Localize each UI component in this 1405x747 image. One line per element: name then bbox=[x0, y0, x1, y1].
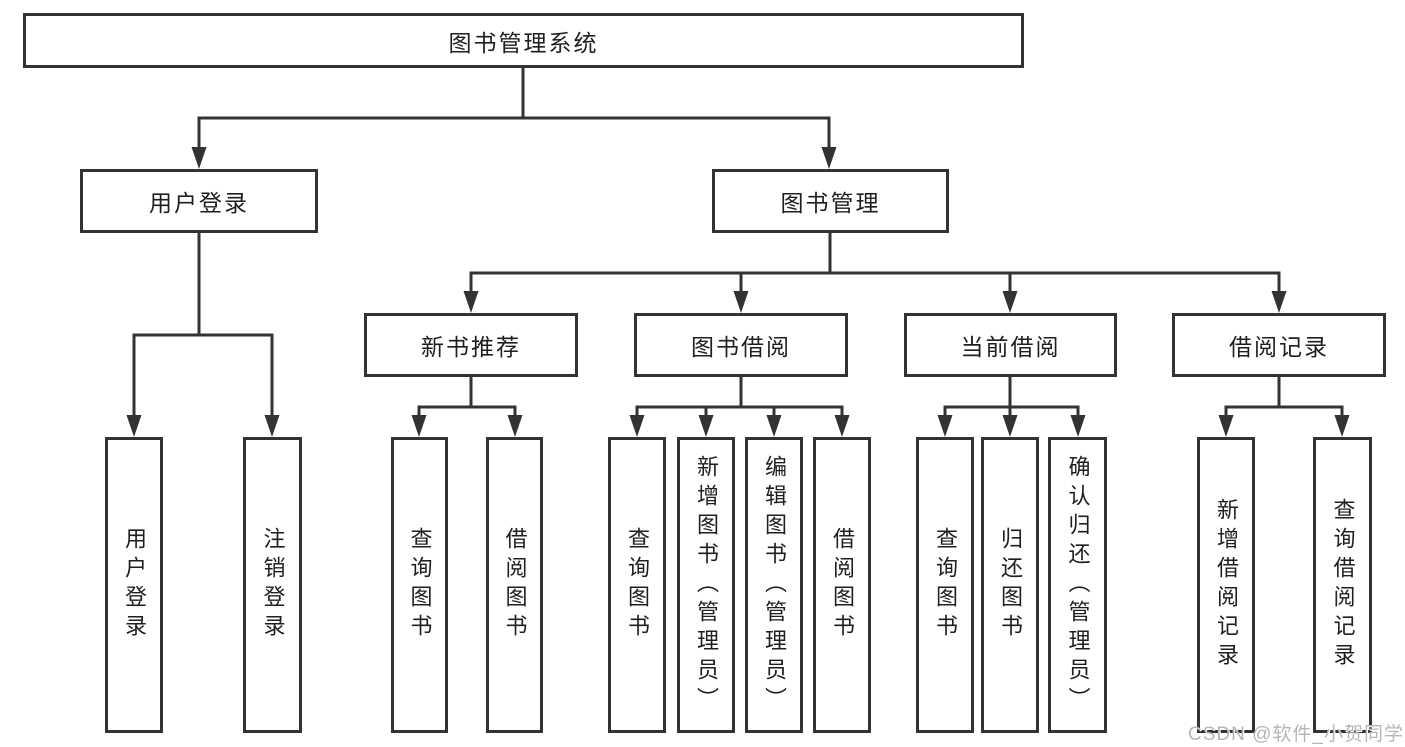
node-book-borrowing: 图书借阅 bbox=[634, 313, 848, 377]
node-current-borrowing: 当前借阅 bbox=[904, 313, 1117, 377]
leaf-label: 查询图书 bbox=[625, 527, 650, 643]
leaf-search-books-2: 查询图书 bbox=[608, 437, 666, 733]
node-root: 图书管理系统 bbox=[23, 13, 1024, 68]
leaf-user-login: 用户登录 bbox=[105, 437, 163, 733]
node-book-management: 图书管理 bbox=[712, 169, 949, 233]
node-new-book-recommend: 新书推荐 bbox=[364, 313, 578, 377]
leaf-label: 查询图书 bbox=[933, 527, 958, 643]
leaf-add-borrow-record: 新增借阅记录 bbox=[1197, 437, 1255, 733]
leaf-borrow-books-1: 借阅图书 bbox=[486, 437, 543, 733]
leaf-search-borrow-record: 查询借阅记录 bbox=[1313, 437, 1372, 733]
leaf-label: 借阅图书 bbox=[830, 527, 855, 643]
leaf-label: 查询借阅记录 bbox=[1330, 498, 1356, 672]
leaf-label: 确认归还（管理员） bbox=[1065, 454, 1091, 716]
leaf-label: 查询图书 bbox=[407, 527, 433, 643]
leaf-label: 新增借阅记录 bbox=[1214, 498, 1239, 672]
leaf-label: 编辑图书（管理员） bbox=[762, 454, 787, 716]
leaf-label: 借阅图书 bbox=[502, 527, 528, 643]
leaf-label: 新增图书（管理员） bbox=[694, 454, 719, 716]
leaf-borrow-books-2: 借阅图书 bbox=[813, 437, 871, 733]
leaf-logout: 注销登录 bbox=[243, 437, 302, 733]
leaf-label: 归还图书 bbox=[998, 527, 1023, 643]
leaf-label: 注销登录 bbox=[260, 527, 286, 643]
node-borrowing-records: 借阅记录 bbox=[1172, 313, 1386, 377]
leaf-label: 用户登录 bbox=[122, 527, 147, 643]
leaf-confirm-return-admin: 确认归还（管理员） bbox=[1048, 437, 1107, 733]
leaf-add-book-admin: 新增图书（管理员） bbox=[677, 437, 735, 733]
node-user-login: 用户登录 bbox=[80, 169, 318, 233]
leaf-search-books-3: 查询图书 bbox=[916, 437, 974, 733]
leaf-return-books: 归还图书 bbox=[981, 437, 1039, 733]
arrowheads bbox=[126, 147, 1350, 437]
leaf-search-books-1: 查询图书 bbox=[391, 437, 448, 733]
csdn-watermark: CSDN @软件_小贺同学 bbox=[1188, 724, 1404, 745]
leaf-edit-book-admin: 编辑图书（管理员） bbox=[745, 437, 803, 733]
